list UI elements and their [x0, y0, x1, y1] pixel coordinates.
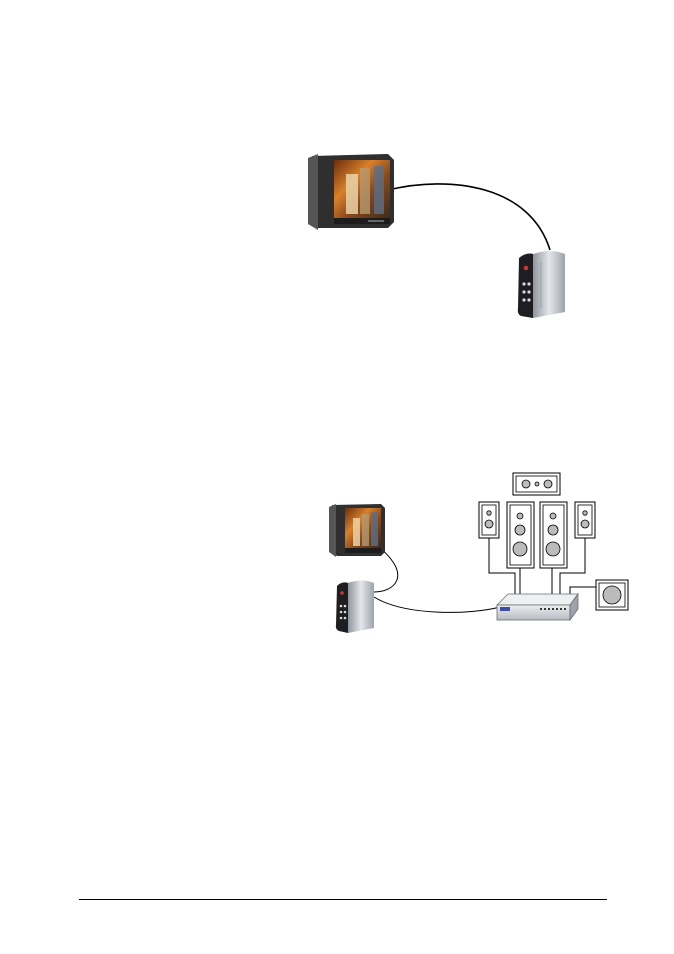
- front-left-speaker-icon: [479, 502, 499, 538]
- crt-tv-icon: [329, 504, 385, 557]
- center-speaker-icon: [513, 473, 560, 495]
- av-cable: [388, 184, 550, 250]
- front-right-speaker-icon: [575, 502, 595, 538]
- diagram-home-theater: [329, 473, 628, 633]
- media-player-icon: [336, 581, 374, 634]
- player-receiver-cable: [374, 597, 500, 612]
- footer-divider: [79, 899, 607, 900]
- tower-speaker-right-icon: [540, 502, 567, 568]
- media-player-icon: [518, 251, 565, 318]
- subwoofer-icon: [596, 580, 628, 610]
- diagram-tv-to-mediaplayer: [308, 154, 565, 318]
- tower-speaker-left-icon: [507, 502, 534, 568]
- crt-tv-icon: [308, 154, 394, 230]
- av-receiver-icon: [497, 594, 578, 620]
